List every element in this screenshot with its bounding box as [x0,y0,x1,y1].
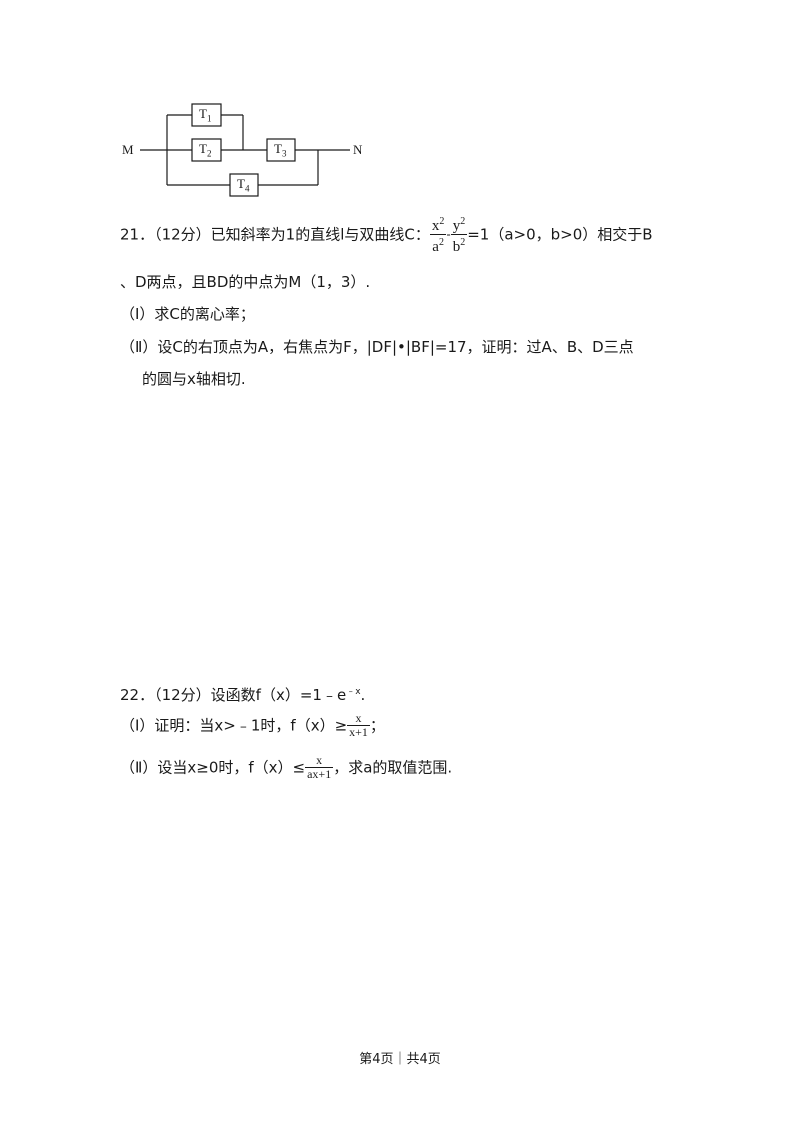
q21-minus: - [446,227,451,242]
switch-t1-label: T1 [199,106,212,124]
switch-t2-box [191,138,222,162]
q21-part2-line2: 的圆与x轴相切. [142,370,246,388]
q21-head: 21．（12分）已知斜率为1的直线l与双曲线C： [120,225,430,244]
switch-t1-box [191,103,222,127]
switch-t4-label: T4 [237,176,250,194]
node-n-label: N [353,142,363,157]
switch-t2-label: T2 [199,141,212,159]
node-m-label: M [122,142,134,157]
switch-t4-box [229,173,259,197]
page-footer: 第4页｜共4页 [359,1052,441,1067]
switch-t3-box [266,138,296,162]
q21-part1: （Ⅰ）求C的离心率； [120,305,255,323]
circuit-diagram [140,103,350,197]
q22-head: 22．（12分）设函数f（x）=1﹣e﹣x. [120,686,366,704]
q21-line2: 、D两点，且BD的中点为M（1，3）. [120,273,371,291]
switch-t3-label: T3 [274,141,287,159]
q21-tail: =1（a>0，b>0）相交于B [467,225,653,244]
q21-part2-line1: （Ⅱ）设C的右顶点为A，右焦点为F，|DF|•|BF|=17，证明：过A、B、D… [120,338,634,356]
